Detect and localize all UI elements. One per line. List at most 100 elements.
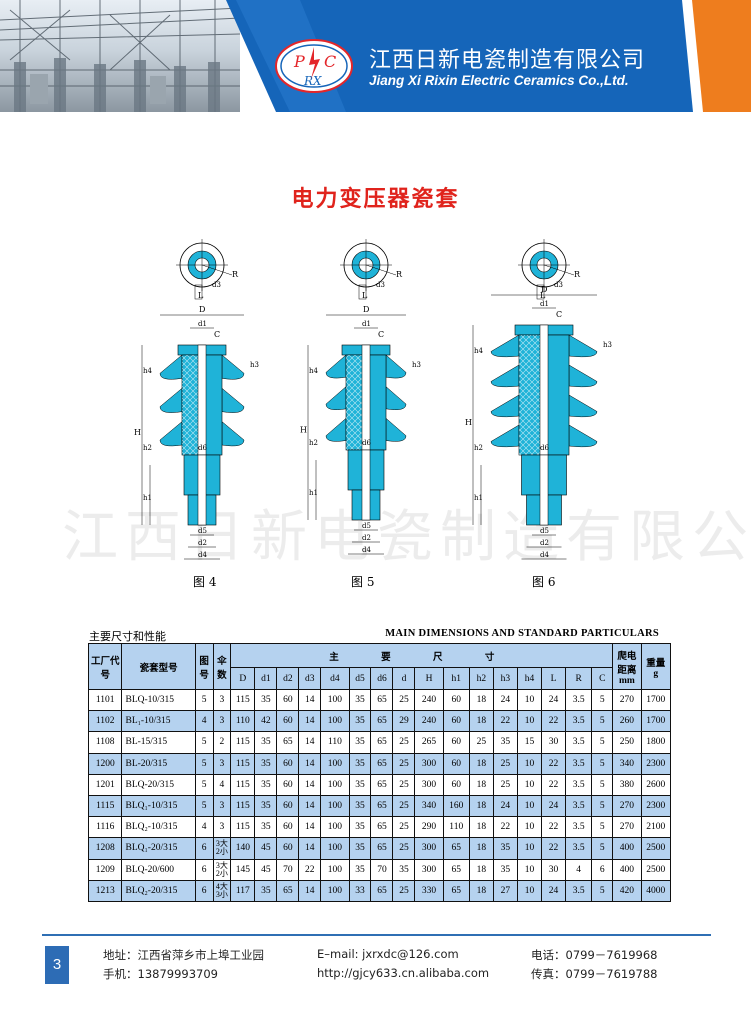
- dim-label-C: C: [378, 330, 384, 339]
- cell-d6: 70: [370, 858, 394, 881]
- cell-model: BL-15/315: [121, 731, 196, 754]
- dim-label-h4: h4: [143, 367, 153, 375]
- cell-fig: 6: [194, 879, 214, 902]
- shed: [385, 386, 407, 410]
- cell-h1: 65: [442, 879, 470, 902]
- cell-L: 22: [541, 752, 567, 775]
- creep-label: 爬电距离: [617, 651, 637, 676]
- cell-H: 330: [414, 879, 444, 902]
- svg-text:RX: RX: [303, 74, 322, 88]
- dim-label-d6: d6: [198, 444, 207, 452]
- cell-d: 25: [392, 837, 416, 860]
- cell-sheds: 3: [212, 752, 232, 775]
- cell-h3: 35: [492, 837, 518, 860]
- cell-d: 25: [392, 879, 416, 902]
- cell-code: 1102: [87, 710, 123, 733]
- creep-unit: mm: [619, 675, 635, 686]
- cell-d4: 100: [320, 773, 350, 796]
- shed: [568, 364, 598, 388]
- page-number: 3: [45, 946, 69, 984]
- dim-label-R: R: [232, 270, 239, 279]
- cell-d6: 65: [370, 773, 394, 796]
- cell-d: 25: [392, 816, 416, 839]
- shed: [568, 394, 598, 418]
- cell-sheds: 2: [212, 731, 232, 754]
- cell-L: 22: [541, 816, 567, 839]
- dim-label-h3: h3: [603, 341, 612, 349]
- col-header-model: 瓷套型号: [121, 643, 196, 690]
- cell-d6: 65: [370, 794, 394, 818]
- cell-weight: 2100: [640, 816, 672, 839]
- footer-phone: 电话：0799－7619968: [531, 948, 658, 962]
- substation-photo: [0, 0, 240, 112]
- col-header-dims-group: 主 要 尺 寸: [230, 643, 614, 668]
- cell-d6: 65: [370, 752, 394, 775]
- cell-d5: 35: [348, 773, 372, 796]
- cell-D: 140: [230, 837, 256, 860]
- cell-h1: 60: [442, 688, 470, 712]
- cell-d2: 60: [276, 752, 300, 775]
- cell-creep: 250: [612, 731, 642, 754]
- cell-D: 110: [230, 710, 256, 733]
- cell-L: 24: [541, 688, 567, 712]
- cell-creep: 270: [612, 688, 642, 712]
- cell-code: 1209: [87, 858, 123, 881]
- cell-sheds: 3: [212, 710, 232, 733]
- dim-label-d2: d2: [540, 539, 549, 547]
- footer-email[interactable]: E–mail: jxrxdc@126.com: [317, 947, 459, 961]
- shed: [490, 364, 520, 388]
- cell-h1: 110: [442, 816, 470, 839]
- page-header: P C RX 江西日新电瓷制造有限公司 Jiang Xi Rixin Elect…: [0, 0, 751, 112]
- weight-unit: g: [653, 668, 659, 679]
- cell-weight: 2300: [640, 752, 672, 775]
- cell-h2: 18: [468, 773, 494, 796]
- shed: [159, 421, 183, 447]
- cell-h2: 18: [468, 837, 494, 860]
- cell-h2: 18: [468, 688, 494, 712]
- dim-label-h4: h4: [474, 347, 484, 355]
- dim-label-L: L: [540, 291, 546, 300]
- cell-C: 5: [591, 773, 614, 796]
- cell-sheds: 3: [212, 688, 232, 712]
- cell-h3: 25: [492, 752, 518, 775]
- cell-d2: 60: [276, 710, 300, 733]
- shed: [325, 386, 347, 410]
- weight-label: 重量: [646, 658, 666, 669]
- dim-label-R: R: [574, 270, 581, 279]
- shed: [325, 354, 347, 379]
- bore-lower: [361, 449, 371, 521]
- cell-creep: 380: [612, 773, 642, 796]
- shed: [568, 334, 598, 358]
- cell-D: 115: [230, 794, 256, 818]
- cell-model: BLQ-10/315: [121, 688, 196, 712]
- dim-label-d5: d5: [540, 527, 549, 535]
- footer-mobile: 手机：13879993709: [103, 967, 218, 981]
- col-header-L: L: [541, 667, 567, 690]
- cell-H: 340: [414, 794, 444, 818]
- col-header-h3: h3: [492, 667, 518, 690]
- cell-d3: 14: [298, 816, 322, 839]
- cell-h4: 10: [516, 710, 543, 733]
- cell-L: 30: [541, 731, 567, 754]
- dim-label-d2: d2: [362, 534, 371, 542]
- footer-website[interactable]: http://gjcy633.cn.alibaba.com: [317, 966, 490, 980]
- cell-d2: 60: [276, 837, 300, 860]
- cell-h2: 18: [468, 879, 494, 902]
- cell-d: 35: [392, 858, 416, 881]
- dim-label-L: L: [362, 291, 368, 300]
- cell-fig: 5: [194, 794, 214, 818]
- cell-creep: 400: [612, 858, 642, 881]
- cell-d5: 35: [348, 710, 372, 733]
- dim-label-H: H: [134, 428, 141, 437]
- dim-label-C: C: [556, 310, 562, 319]
- dim-label-h1: h1: [474, 494, 483, 502]
- cell-code: 1115: [87, 794, 123, 818]
- cell-h3: 22: [492, 710, 518, 733]
- cell-D: 115: [230, 731, 256, 754]
- cell-weight: 1700: [640, 710, 672, 733]
- cell-code: 1201: [87, 773, 123, 796]
- shed: [385, 417, 407, 442]
